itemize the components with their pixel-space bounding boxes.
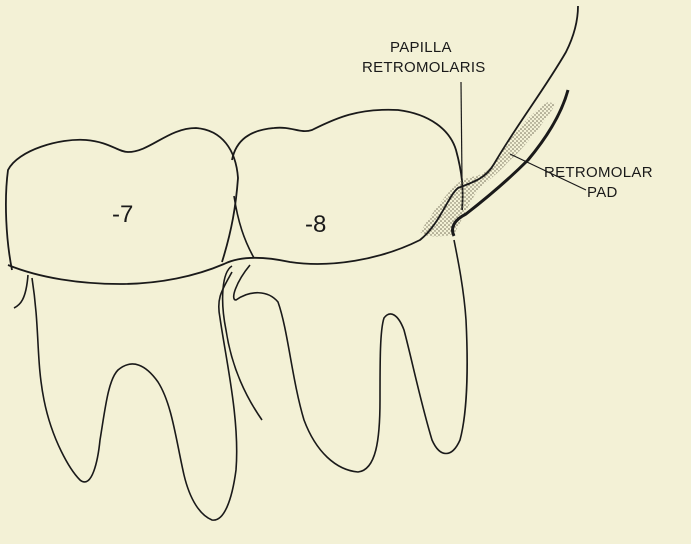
- tooth-7-label: -7: [112, 201, 133, 228]
- papilla-label-line1: PAPILLA: [390, 39, 452, 56]
- pad-label-line2: PAD: [587, 184, 618, 201]
- papilla-label-line2: RETROMOLARIS: [362, 59, 486, 76]
- tooth-8-label: -8: [305, 211, 326, 238]
